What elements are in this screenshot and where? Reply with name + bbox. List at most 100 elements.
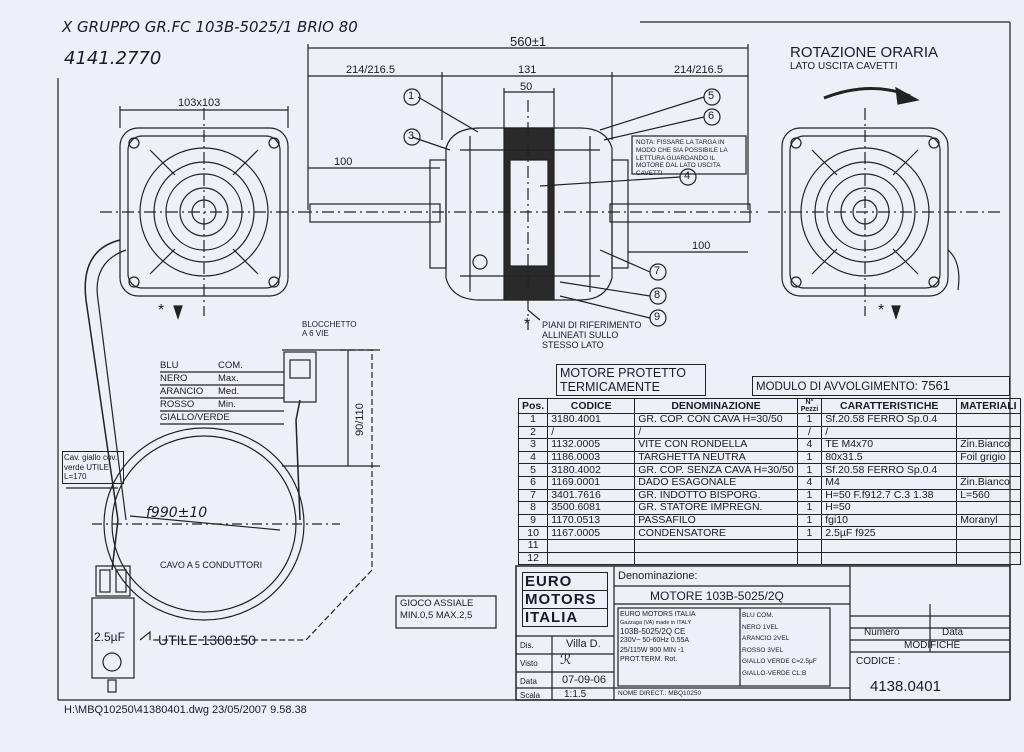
note-connector: BLOCCHETTO A 6 VIE: [302, 320, 357, 338]
designer-label: Dis.: [520, 641, 534, 650]
dim-overall: 560±1: [510, 34, 547, 49]
asterisk-left: *: [158, 302, 165, 319]
dim-body-width: 50: [520, 81, 533, 93]
cell-pos: 12: [517, 551, 549, 566]
checked-label: Visto: [520, 659, 538, 668]
cell-name: /: [634, 425, 798, 440]
wire-function: Min.: [218, 399, 236, 410]
plate-cap: C=2.5µF: [791, 658, 817, 665]
cell-materials: [956, 413, 1021, 427]
note-axial-play: GIOCO ASSIALE MIN.0,5 MAX.2,5: [400, 598, 474, 621]
plate-line: 230V~ 50-60Hz 0.55A: [620, 637, 690, 644]
plate-wire-earth2: GIALLO-VERDE: [742, 669, 791, 677]
wire-function: COM.: [218, 360, 243, 371]
plate-wire: GIALLO VERDE C=2.5µF: [742, 656, 828, 668]
plate-wire: NERO 1VEL: [742, 623, 779, 631]
plate-wire: GIALLO-VERDE CL:B: [742, 668, 828, 680]
dim-cable-drop: 90/110: [354, 403, 366, 436]
wire-legend-row: BLU COM.: [160, 360, 243, 373]
cell-qty: 1: [796, 413, 823, 427]
callout-4: 4: [684, 170, 691, 182]
changes-label: MODIFICHE: [904, 640, 961, 651]
cell-pos: 10: [517, 526, 549, 540]
callout-6: 6: [708, 110, 715, 122]
cell-materials: [956, 463, 1021, 477]
cell-name: GR. COP. SENZA CAVA H=30/50: [634, 463, 798, 477]
cell-qty: [796, 551, 823, 566]
cell-materials: [956, 501, 1021, 515]
cell-pos: 7: [517, 488, 549, 503]
cell-pos: 2: [517, 425, 549, 440]
dim-shaft-right: 100: [692, 240, 711, 252]
denomination-label: Denominazione:: [618, 570, 698, 582]
side-view-motor: [309, 127, 751, 301]
cell-materials: L=560: [956, 488, 1021, 503]
rotation-label: ROTAZIONE ORARIA: [790, 44, 939, 61]
rating-plate: EURO MOTORS ITALIA Gazzaga (VA) made in …: [620, 610, 738, 665]
cell-pos: 8: [517, 501, 549, 515]
asterisk-reference: *: [524, 316, 531, 333]
callout-3: 3: [408, 130, 415, 142]
dim-center-span: 131: [518, 64, 537, 76]
wire-function: Max.: [218, 373, 239, 384]
wire-color: GIALLO/VERDE: [160, 412, 230, 423]
cell-qty: 1: [796, 463, 823, 477]
plate-line: 25/115W 900 MIN -1: [620, 646, 685, 654]
cell-pos: 6: [517, 475, 549, 490]
wire-color: NERO: [160, 373, 188, 384]
wire-color: ROSSO: [160, 399, 195, 410]
checked-signature: ℛ: [560, 652, 572, 668]
cell-pos: 11: [517, 538, 549, 553]
cell-code: 1169.0001: [547, 475, 636, 490]
cell-materials: Foil grigio: [956, 450, 1021, 465]
cell-qty: /: [796, 425, 823, 440]
cell-pos: 3: [517, 438, 549, 452]
cell-qty: 4: [796, 438, 823, 452]
file-path: H:\MBQ10250\41380401.dwg 23/05/2007 9.58…: [64, 704, 307, 716]
cell-name: GR. STATORE IMPREGN.: [634, 501, 798, 515]
note-cable: CAVO A 5 CONDUTTORI: [160, 560, 263, 570]
cell-qty: 1: [796, 450, 823, 465]
cell-features: 80x31.5: [821, 450, 958, 465]
plate-wire: ARANCIO 2VEL: [742, 635, 790, 642]
code-label: CODICE :: [856, 656, 901, 667]
plate-line: Gazzaga (VA) made in ITALY: [620, 619, 692, 626]
cell-name: VITE CON RONDELLA: [634, 438, 798, 452]
cell-code: [547, 538, 636, 553]
cell-features: H=50 F.f912.7 C.3 1.38: [821, 488, 958, 503]
logo-line: ITALIA: [522, 609, 608, 627]
col-code: CODICE: [547, 398, 636, 414]
parts-table-row: 12: [517, 551, 1021, 566]
cell-features: TE M4x70: [821, 438, 958, 452]
cell-materials: [956, 425, 1021, 440]
callout-8: 8: [654, 289, 661, 301]
plate-class: CL:B: [791, 669, 807, 677]
plate-wire: ROSSO 3VEL: [742, 646, 784, 654]
cell-name: [634, 538, 798, 553]
cell-features: 2.5µF f925: [821, 526, 958, 540]
wire-color: BLU: [160, 360, 179, 371]
data-label: Data: [942, 627, 964, 638]
cell-code: 3180.4002: [547, 463, 636, 477]
plate-line: EURO MOTORS ITALIA: [620, 611, 696, 618]
cell-materials: Moranyl: [956, 513, 1021, 528]
company-logo: EURO MOTORS ITALIA: [522, 572, 608, 632]
cell-code: 3180.4001: [547, 413, 636, 427]
cell-code: [547, 551, 636, 566]
cell-code: /: [547, 425, 636, 440]
wire-legend-row: GIALLO/VERDE: [160, 412, 243, 425]
note-plate: NOTA: FISSARE LA TARGA IN MODO CHE SIA P…: [636, 139, 728, 178]
cell-qty: 1: [796, 526, 823, 540]
winding-value: 7561: [921, 378, 951, 393]
cell-qty: 4: [796, 475, 823, 490]
cell-features: M4: [821, 475, 958, 490]
cell-name: GR. INDOTTO BISPORG.: [634, 488, 798, 503]
cell-name: GR. COP. CON CAVA H=30/50: [634, 413, 798, 427]
